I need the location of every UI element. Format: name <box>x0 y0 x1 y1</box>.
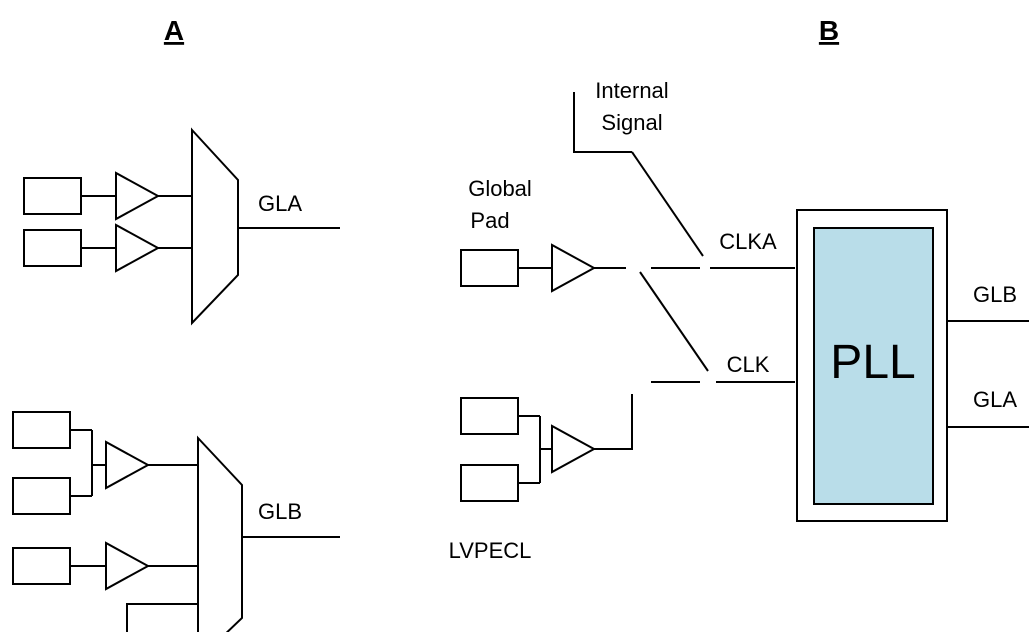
input-pad-box <box>12 477 71 515</box>
label-internal-signal-1: Internal <box>595 78 668 103</box>
buffer-triangle <box>551 424 597 474</box>
internal-signal-switch <box>631 151 704 257</box>
lvpecl-pad-box <box>460 464 519 502</box>
global-pad-switch <box>639 271 709 372</box>
global-pad-box <box>460 249 519 287</box>
label-pll: PLL <box>830 336 915 389</box>
pll-block <box>813 227 934 505</box>
buffer-triangle <box>105 541 151 591</box>
buffer-triangle <box>115 171 161 221</box>
panel-a-bottom: GLB <box>12 411 340 632</box>
label-clk: CLK <box>727 352 770 377</box>
input-pad-box <box>12 411 71 449</box>
lvpecl-output-line <box>594 394 633 450</box>
label-clka: CLKA <box>719 229 777 254</box>
buffer-triangle <box>105 440 151 490</box>
panel-b: Internal Signal Global Pad LVPECL CLKA C… <box>449 78 1029 563</box>
global-mux <box>191 127 239 326</box>
label-gla-a: GLA <box>258 191 302 216</box>
label-global-pad-1: Global <box>468 176 532 201</box>
panel-a-top: GLA <box>23 127 340 326</box>
lvpecl-pad-box <box>460 397 519 435</box>
input-pad-box <box>23 177 82 215</box>
label-global-pad-2: Pad <box>470 208 509 233</box>
internal-signal-line <box>573 92 632 153</box>
input-pad-box <box>23 229 82 267</box>
buffer-triangle <box>115 223 161 273</box>
buffer-triangle <box>551 243 597 293</box>
label-internal-signal-2: Signal <box>601 110 662 135</box>
label-glb-a: GLB <box>258 499 302 524</box>
header-b: B <box>819 15 839 46</box>
input-pad-box <box>12 547 71 585</box>
label-gla-b: GLA <box>973 387 1017 412</box>
label-glb-b: GLB <box>973 282 1017 307</box>
header-a: A <box>164 15 184 46</box>
label-lvpecl: LVPECL <box>449 538 532 563</box>
global-mux <box>197 435 243 632</box>
